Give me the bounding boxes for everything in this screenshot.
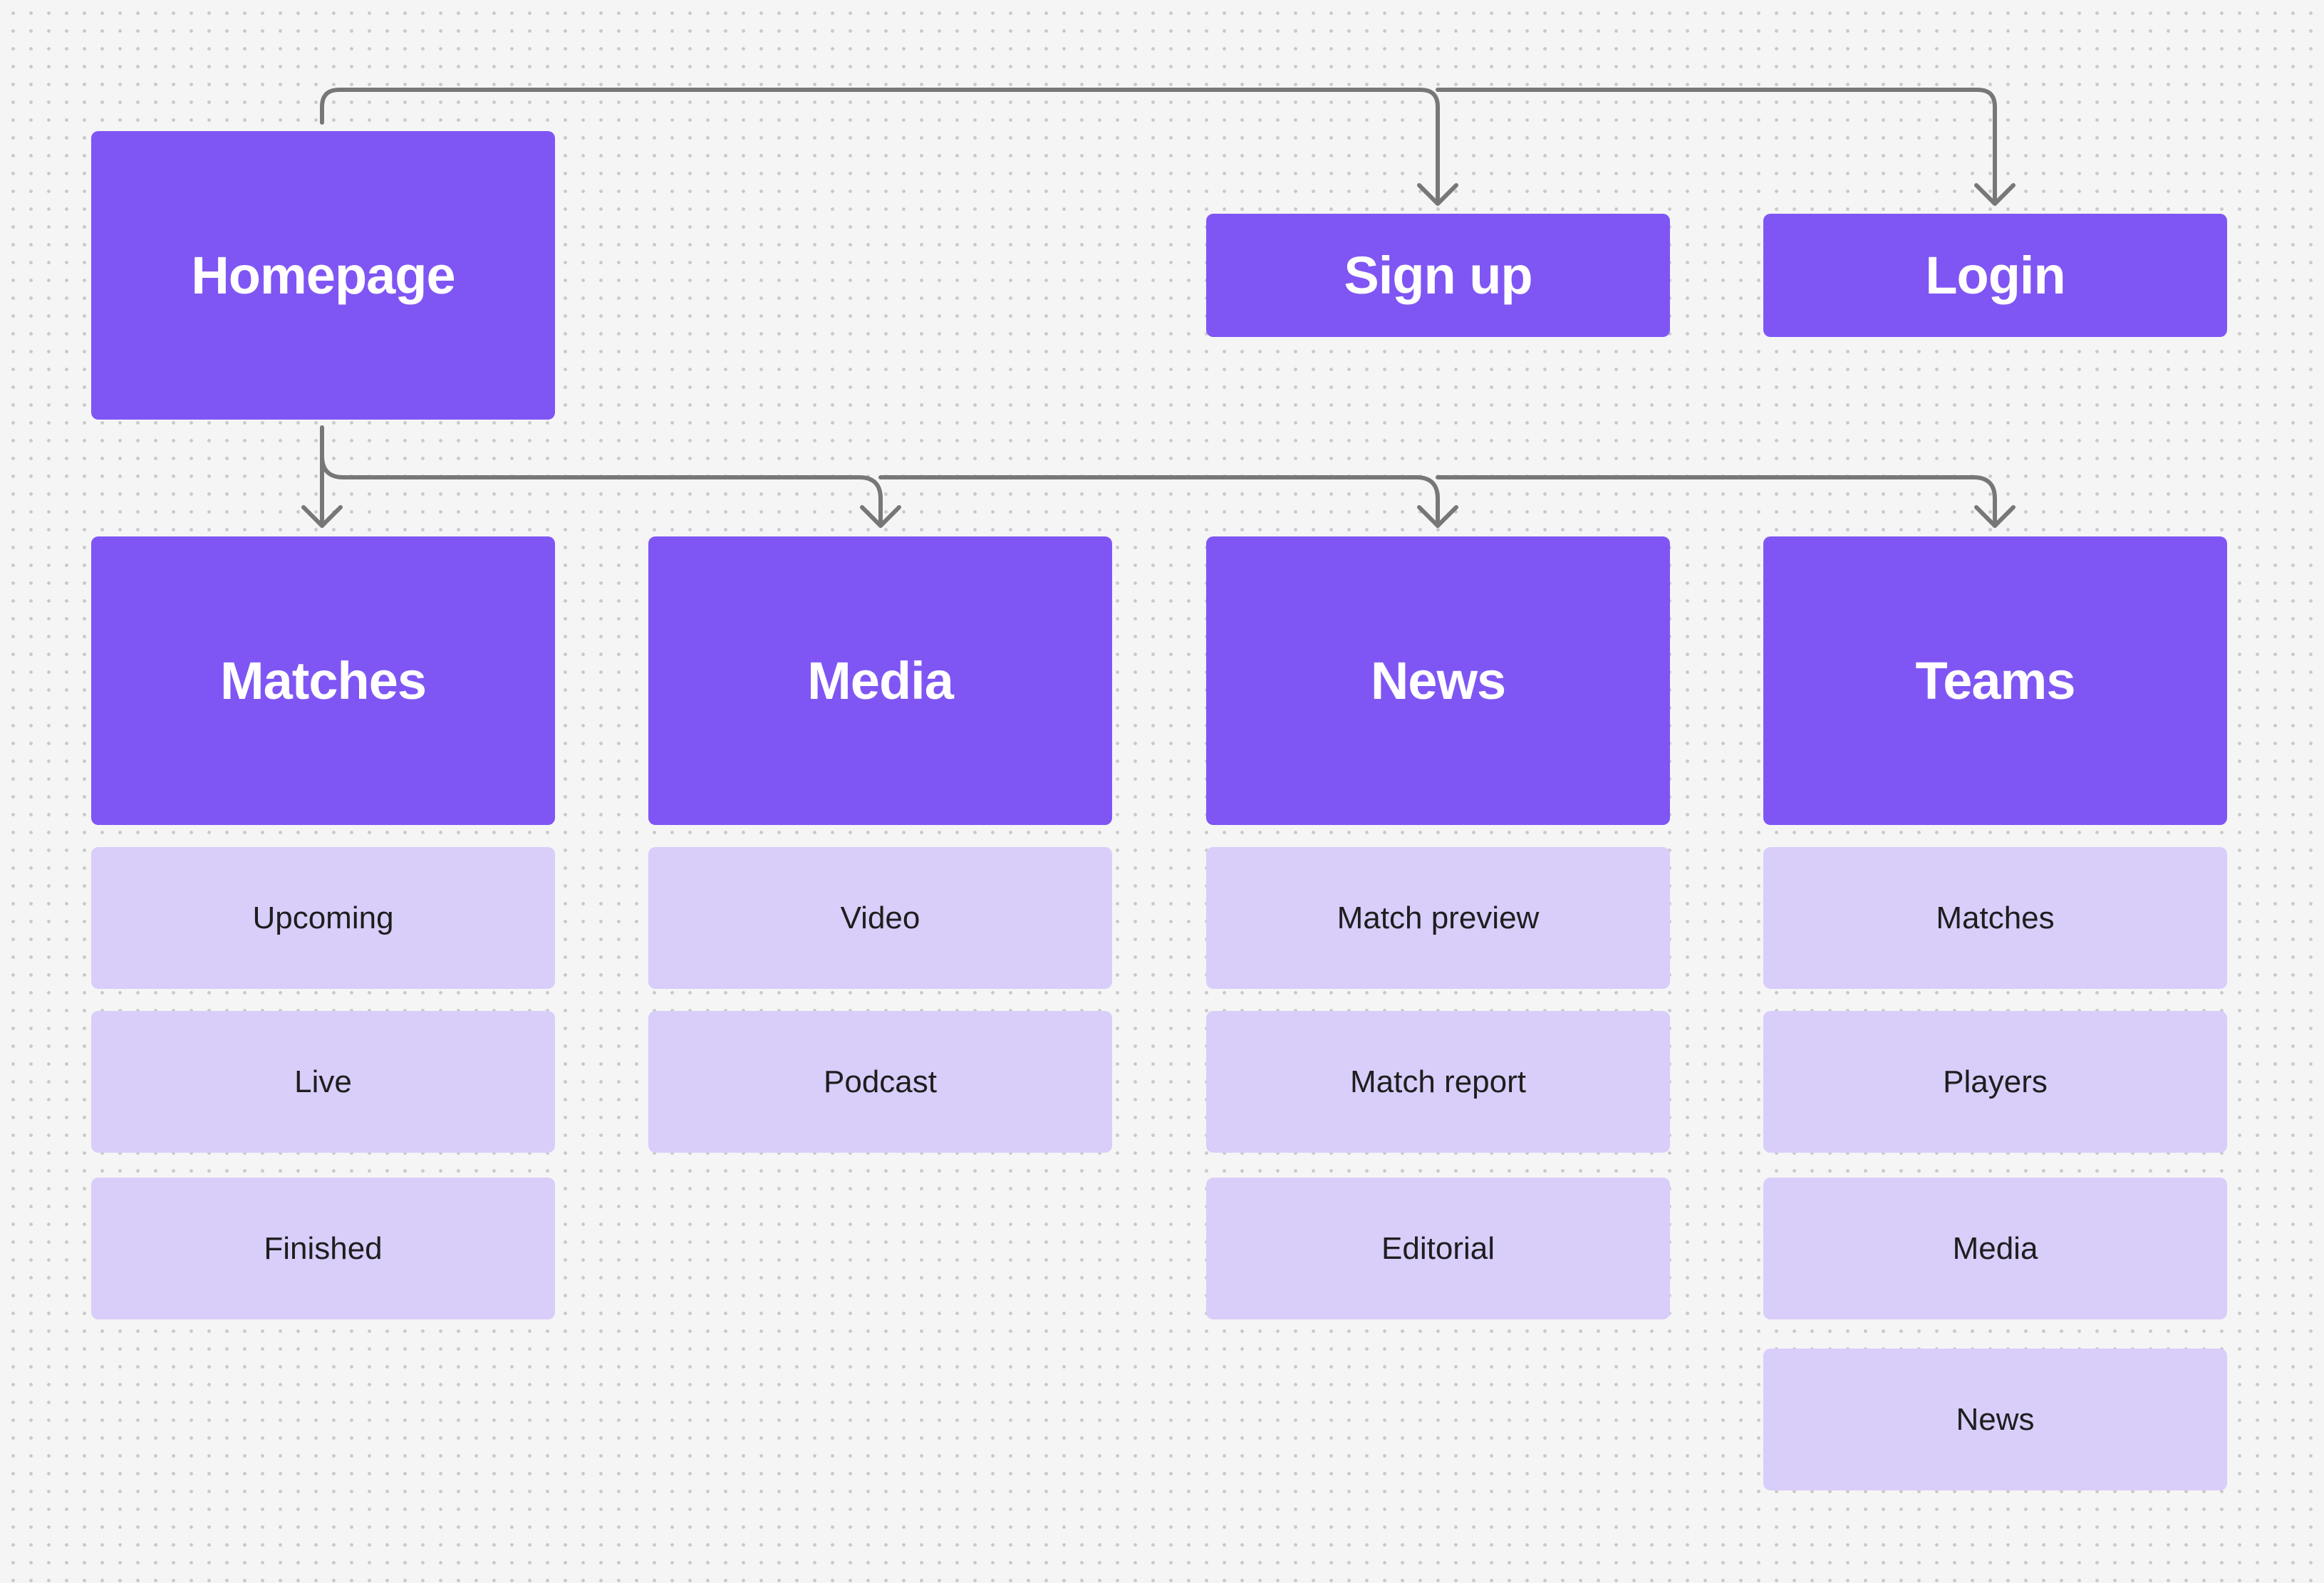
arrowhead-media xyxy=(860,505,901,528)
node-teams-matches: Matches xyxy=(1763,847,2227,989)
node-media-video: Video xyxy=(648,847,1112,989)
node-matches: Matches xyxy=(91,536,555,825)
connector-homepage-to-auth xyxy=(320,88,1440,205)
arrowhead-login xyxy=(1974,183,2016,206)
node-media: Media xyxy=(648,536,1112,825)
arrowhead-matches xyxy=(301,505,343,528)
connector-to-news xyxy=(878,475,1440,528)
connector-to-login xyxy=(1436,88,1997,205)
node-teams-news: News xyxy=(1763,1349,2227,1490)
connector-homepage-to-sections xyxy=(320,454,883,528)
node-sign-up: Sign up xyxy=(1206,214,1670,337)
node-teams: Teams xyxy=(1763,536,2227,825)
node-news: News xyxy=(1206,536,1670,825)
arrowhead-news xyxy=(1417,505,1458,528)
node-teams-media: Media xyxy=(1763,1178,2227,1319)
node-matches-finished: Finished xyxy=(91,1178,555,1319)
node-homepage: Homepage xyxy=(91,131,555,420)
node-matches-upcoming: Upcoming xyxy=(91,847,555,989)
node-matches-live: Live xyxy=(91,1011,555,1153)
node-news-match-report: Match report xyxy=(1206,1011,1670,1153)
connector-to-teams xyxy=(1436,475,1997,528)
node-news-editorial: Editorial xyxy=(1206,1178,1670,1319)
node-teams-players: Players xyxy=(1763,1011,2227,1153)
node-news-match-preview: Match preview xyxy=(1206,847,1670,989)
node-login: Login xyxy=(1763,214,2227,337)
arrowhead-teams xyxy=(1974,505,2016,528)
node-media-podcast: Podcast xyxy=(648,1011,1112,1153)
arrowhead-signup xyxy=(1417,183,1458,206)
